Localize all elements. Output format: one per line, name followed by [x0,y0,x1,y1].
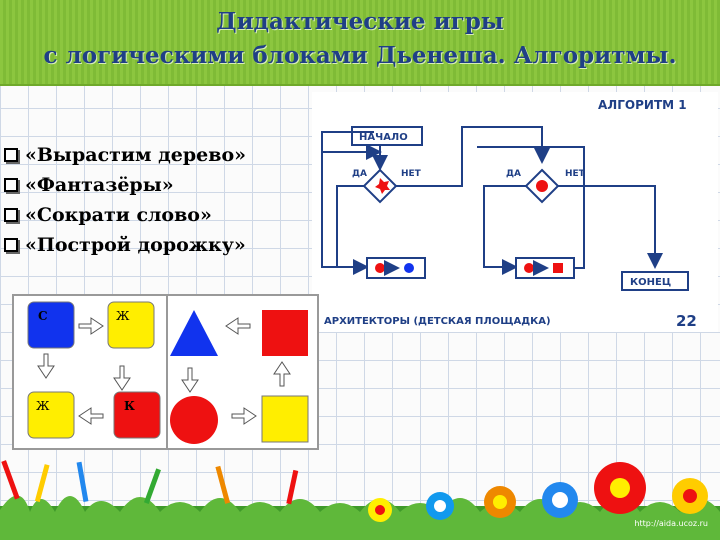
algorithm-heading: АЛГОРИТМ 1 [598,98,687,112]
list-item: «Вырастим дерево» [4,140,246,170]
arrow-down-icon [113,365,131,391]
page-number: 22 [676,312,697,330]
yes-label-1: ДА [352,169,367,179]
checkbox-bullet-icon [4,238,18,252]
block-k-label: К [124,399,135,413]
yes-label-2: ДА [506,169,521,179]
red-circle-block [170,396,218,444]
end-label: КОНЕЦ [630,277,671,288]
red-circle-icon [536,180,548,192]
arrow-left-icon [78,407,104,425]
yellow-square-block [107,301,155,349]
arrow-left-icon [225,317,251,335]
decorative-footer: http://aida.ucoz.ru [0,440,720,540]
red-square-block [113,391,161,439]
algorithm-flowchart: АЛГОРИТМ 1 НАЧАЛО ДА НЕТ ДА НЕТ КОНЕЦ [312,92,718,332]
list-item: «Фантазёры» [4,170,246,200]
blue-square-block [27,301,75,349]
game-list: «Вырастим дерево» «Фантазёры» «Сократи с… [4,140,246,260]
arrow-up-icon [273,361,291,387]
block-c-label: С [38,309,48,323]
list-item-label: «Сократи слово» [25,204,212,226]
yellow-square-block [27,391,75,439]
flower-icon [368,462,708,522]
title-line-1: Дидактические игры [216,8,504,35]
end-box [621,271,689,291]
list-item-label: «Фантазёры» [25,174,174,196]
red-blob-icon [375,178,390,194]
list-item-label: «Построй дорожку» [25,234,246,256]
checkbox-bullet-icon [4,208,18,222]
grass-icon [0,495,720,540]
no-label-2: НЕТ [565,169,586,179]
arrow-right-icon [231,407,257,425]
checkbox-bullet-icon [4,178,18,192]
list-item: «Построй дорожку» [4,230,246,260]
block-zh-top-label: Ж [116,309,130,323]
no-label-1: НЕТ [401,169,422,179]
title-banner: Дидактические игры с логическими блоками… [0,0,720,86]
pencils-icon [1,460,299,505]
logic-blocks-panel: С Ж Ж К [12,294,319,450]
arrow-right-icon [78,317,104,335]
red-square-block [262,310,308,356]
flowchart-caption: АРХИТЕКТОРЫ (ДЕТСКАЯ ПЛОЩАДКА) [324,316,551,327]
block-zh-bottom-label: Ж [36,399,50,413]
arrow-down-icon [37,353,55,379]
start-label: НАЧАЛО [359,132,408,143]
list-item: «Сократи слово» [4,200,246,230]
yellow-square-block [261,395,309,443]
list-item-label: «Вырастим дерево» [25,144,247,166]
watermark: http://aida.ucoz.ru [634,519,708,528]
arrow-down-icon [181,367,199,393]
checkbox-bullet-icon [4,148,18,162]
blue-triangle-block [170,310,218,356]
title-line-2: с логическими блоками Дьенеша. Алгоритмы… [43,42,677,69]
